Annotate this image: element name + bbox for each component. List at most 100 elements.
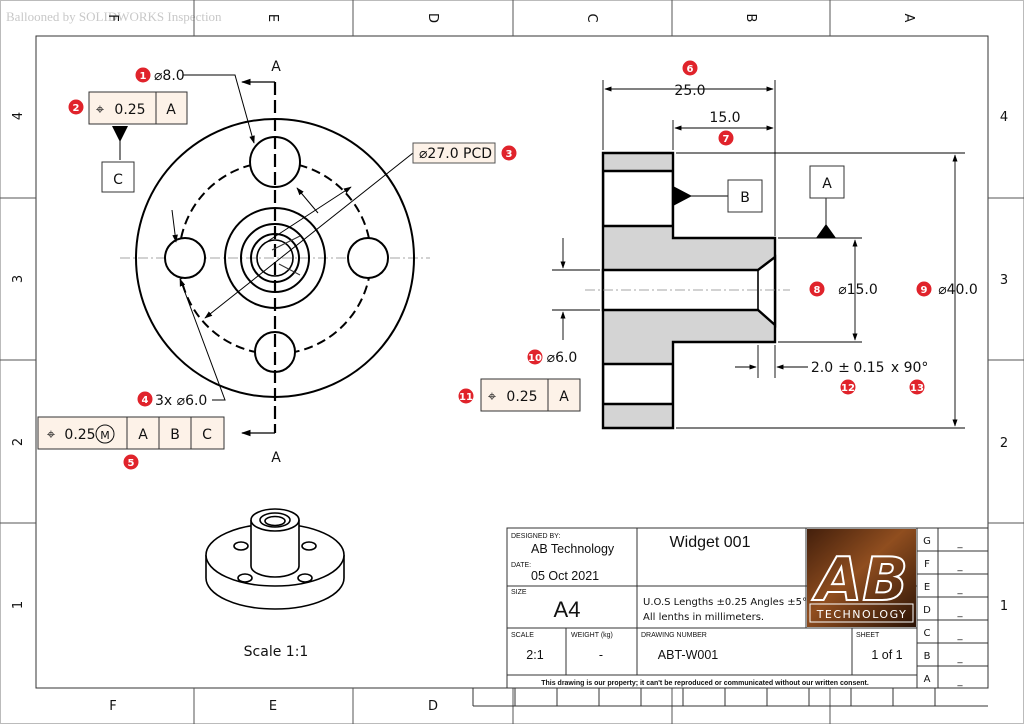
fcf-bottom-symbol: ⌖	[47, 425, 56, 443]
zone-left-3: 3	[11, 275, 26, 283]
rev-f: F	[924, 559, 930, 570]
fcf-section: ⌖ 0.25 A	[480, 378, 581, 412]
pcd-dim-box	[412, 142, 496, 164]
fcf-bottom-datum-b: B	[170, 427, 180, 443]
title-block-footer: This drawing is our property; it can't b…	[541, 680, 869, 687]
drawing-number-label: DRAWING NUMBER	[641, 632, 707, 639]
zone-top-a: A	[901, 14, 916, 23]
size-value: A4	[554, 597, 581, 622]
rev-mark-g: _	[957, 538, 964, 549]
dim-od: ⌀40.0	[938, 282, 978, 298]
sheet-label: SHEET	[856, 632, 880, 639]
balloon-2[interactable]: 2	[67, 98, 85, 116]
sheet-value: 1 of 1	[871, 648, 902, 662]
balloon-6[interactable]: 6	[681, 59, 699, 77]
balloon-11[interactable]: 11	[457, 387, 475, 405]
zone-left-2: 2	[11, 438, 26, 446]
svg-text:10: 10	[528, 353, 542, 364]
zone-top-e: E	[265, 14, 280, 22]
fcf-bottom-tolerance: 0.25	[64, 427, 95, 443]
logo-technology: TECHNOLOGY	[816, 608, 908, 621]
watermark: Ballooned by SOLIDWORKS Inspection	[6, 9, 222, 24]
chamfer-tol: 0.15	[853, 360, 884, 376]
designed-by-label: DESIGNED BY:	[511, 533, 560, 540]
fcf-bottom-modifier: M	[100, 429, 110, 442]
svg-text:4: 4	[142, 395, 149, 406]
date-value: 05 Oct 2021	[531, 569, 599, 583]
datum-c: C	[113, 172, 123, 188]
svg-text:3: 3	[506, 149, 513, 160]
balloon-1[interactable]: 1	[134, 66, 152, 84]
section-dimensions	[552, 80, 965, 429]
revision-column: G F E D C B A _ _ _ _ _ _ _	[923, 536, 963, 687]
datum-a: A	[822, 176, 832, 192]
balloon-8[interactable]: 8	[808, 280, 826, 298]
balloon-10[interactable]: 10	[526, 348, 544, 366]
balloon-12[interactable]: 12	[839, 378, 857, 396]
svg-text:8: 8	[814, 285, 821, 296]
hole-left	[164, 237, 206, 279]
fcf-bottom: ⌖ 0.25 M A B C	[37, 416, 225, 450]
chamfer-x: x	[891, 360, 899, 376]
notes-line-1: U.O.S Lengths ±0.25 Angles ±5°	[643, 597, 807, 608]
section-label-bottom: A	[271, 450, 281, 466]
balloon-3[interactable]: 3	[500, 144, 518, 162]
rev-e: E	[924, 582, 930, 593]
zone-right-1: 1	[1000, 599, 1008, 614]
rev-mark-c: _	[957, 630, 964, 641]
datum-b: B	[740, 190, 750, 206]
zone-labels: F E D C B A F E D 4 3 2 1 4 3 2 1	[11, 13, 1008, 714]
balloon-4[interactable]: 4	[136, 390, 154, 408]
svg-text:7: 7	[723, 134, 730, 145]
zone-right-3: 3	[1000, 273, 1008, 288]
svg-text:13: 13	[910, 383, 924, 394]
svg-text:1: 1	[140, 71, 147, 82]
title-block	[472, 527, 988, 707]
fcf-bottom-datum-a: A	[138, 427, 148, 443]
scale-value: 2:1	[526, 648, 543, 662]
svg-text:12: 12	[841, 383, 855, 394]
hole-right	[347, 237, 389, 279]
chamfer-angle: 90°	[904, 360, 929, 376]
zone-top-f: F	[105, 14, 120, 21]
holes-note: 3x ⌀6.0	[155, 393, 207, 409]
chamfer-prefix: 2.0	[811, 360, 833, 376]
svg-text:9: 9	[921, 285, 928, 296]
zone-bottom-f: F	[109, 699, 116, 714]
dim-hole: ⌀6.0	[547, 350, 578, 366]
zone-top-c: C	[584, 13, 599, 22]
rev-d: D	[923, 605, 931, 616]
dim-bore: ⌀15.0	[838, 282, 878, 298]
balloon-13[interactable]: 13	[908, 378, 926, 396]
drawing-number: ABT-W001	[658, 648, 718, 662]
rev-mark-f: _	[957, 561, 964, 572]
rev-a: A	[924, 674, 931, 685]
fcf-top-symbol: ⌖	[96, 100, 105, 118]
zone-left-4: 4	[11, 112, 26, 120]
svg-text:6: 6	[687, 64, 694, 75]
isometric-view	[205, 508, 345, 610]
title-block-text: DESIGNED BY: AB Technology DATE: 05 Oct …	[511, 533, 903, 687]
zone-left-1: 1	[11, 601, 26, 609]
front-view-annotations: A A ⌀8.0 ⌀27.0 PCD 3x ⌀6.0 C	[101, 59, 496, 466]
inspection-balloons: 1 2 3 4 5 6 7 8 9 10 11 12 13	[67, 59, 933, 471]
weight-label: WEIGHT (kg)	[571, 632, 613, 639]
bore-circle	[256, 239, 294, 277]
balloon-5[interactable]: 5	[122, 453, 140, 471]
zone-top-d: D	[425, 13, 440, 23]
rev-g: G	[923, 536, 931, 547]
rev-c: C	[924, 628, 931, 639]
balloon-9[interactable]: 9	[915, 280, 933, 298]
date-label: DATE:	[511, 562, 531, 569]
fcf-section-symbol: ⌖	[488, 387, 497, 405]
section-view	[585, 151, 790, 430]
fcf-section-datum: A	[559, 389, 569, 405]
rev-mark-b: _	[957, 653, 964, 664]
balloon-7[interactable]: 7	[717, 129, 735, 147]
section-label-top: A	[271, 59, 281, 75]
rev-mark-d: _	[957, 607, 964, 618]
zone-right-4: 4	[1000, 110, 1008, 125]
rev-mark-e: _	[957, 584, 964, 595]
title-block-logo: AB TECHNOLOGY	[807, 529, 916, 627]
fcf-top-tolerance: 0.25	[114, 102, 145, 118]
